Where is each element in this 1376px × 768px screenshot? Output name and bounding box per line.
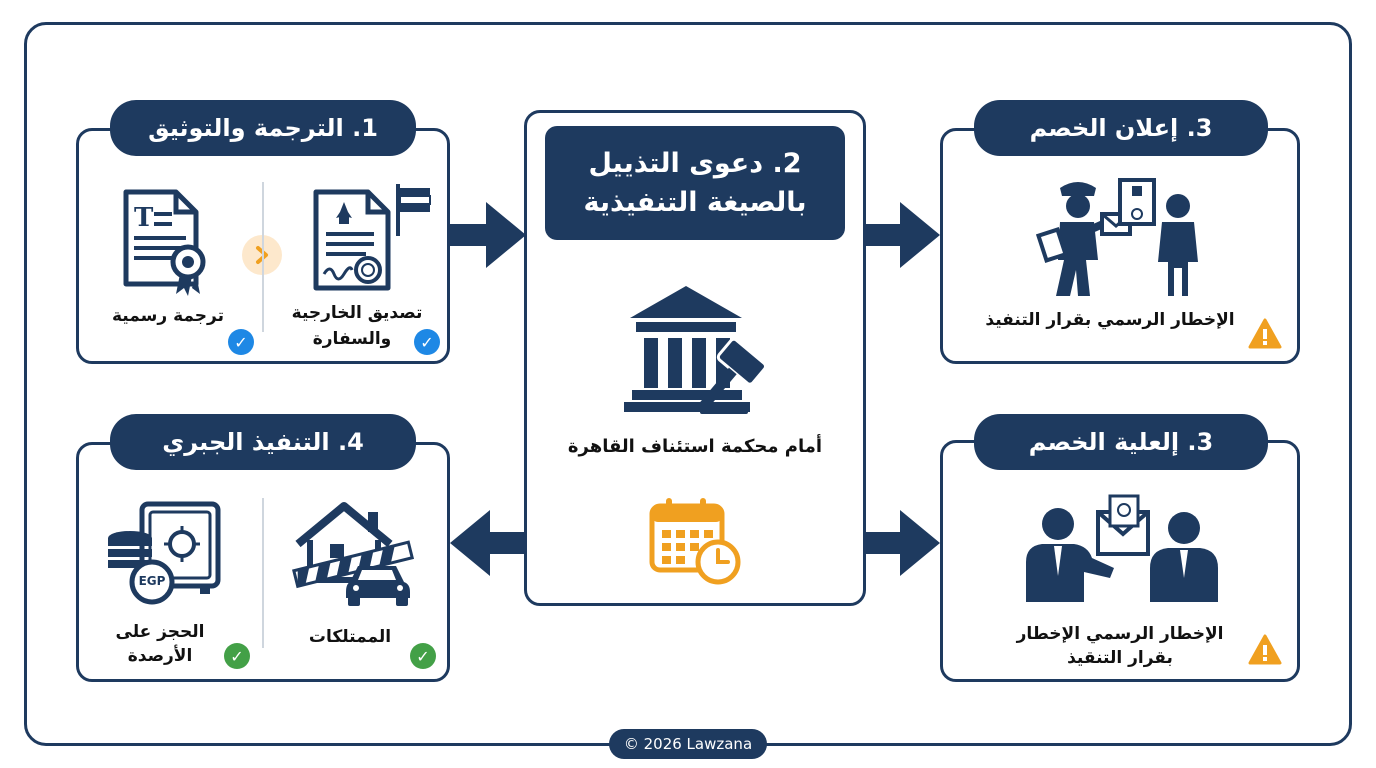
step4-divider <box>262 498 264 648</box>
step4-title: 4. التنفيذ الجبري <box>110 414 416 470</box>
egp-coin-text: EGP <box>138 574 166 588</box>
courthouse-gavel-icon <box>622 278 794 422</box>
freeze-balances-check-icon: ✓ <box>224 643 250 669</box>
calendar-clock-icon <box>648 496 744 592</box>
authenticated-document-icon <box>310 184 436 298</box>
step3-top-title: 3. إعلان الخصم <box>974 100 1268 156</box>
warning-icon <box>1248 634 1282 670</box>
svg-text:T: T <box>134 203 154 233</box>
official-translation-label: ترجمة رسمية <box>112 306 224 326</box>
step1-title: 1. الترجمة والتوثيق <box>110 100 416 156</box>
ministry-embassy-label-line2: والسفارة <box>312 329 392 349</box>
courier-delivery-icon <box>1035 174 1206 302</box>
step2-title-line1: 2. دعوى التذييل <box>588 147 802 179</box>
house-car-seized-icon <box>292 500 416 610</box>
step3-top-label: الإخطار الرسمي بقرار التنفيذ <box>985 310 1235 330</box>
copyright-badge: © 2026 Lawzana <box>609 729 767 759</box>
ministry-embassy-label-line1: تصديق الخارجية <box>291 303 423 323</box>
freeze-balances-label-line1: الحجز على <box>115 622 205 642</box>
step3-bottom-panel <box>940 440 1300 682</box>
step2-title-line2: بالصيغة التنفيذية <box>583 187 807 218</box>
step3-top-panel <box>940 128 1300 364</box>
translation-check-icon: ✓ <box>228 329 254 355</box>
warning-icon <box>1248 318 1282 354</box>
properties-check-icon: ✓ <box>410 643 436 669</box>
arrow-step2-to-step4 <box>448 506 526 584</box>
authentication-check-icon: ✓ <box>414 329 440 355</box>
arrow-step2-to-step3-top <box>864 198 942 276</box>
step1-divider <box>262 182 264 332</box>
translation-document-icon: T <box>120 188 216 302</box>
safe-coins-icon <box>104 498 226 610</box>
business-handover-icon <box>1018 492 1224 608</box>
properties-label: الممتلكات <box>308 627 392 647</box>
step3-bottom-label-line2: بقرار التنقيذ <box>1067 648 1173 668</box>
court-label: أمام محكمة استئناف القاهرة <box>567 436 823 457</box>
step3-bottom-title: 3. إلعلية الخصم <box>974 414 1268 470</box>
step3-bottom-label-line1: الإخطار الرسمي الإخطار <box>1016 624 1224 644</box>
step2-title: 2. دعوى التذييل بالصيغة التنفيذية <box>545 126 845 240</box>
arrow-step1-to-step2 <box>450 198 528 276</box>
freeze-balances-label-line2: الأرصدة <box>127 646 193 666</box>
arrow-step2-to-step3-bottom <box>864 506 942 584</box>
